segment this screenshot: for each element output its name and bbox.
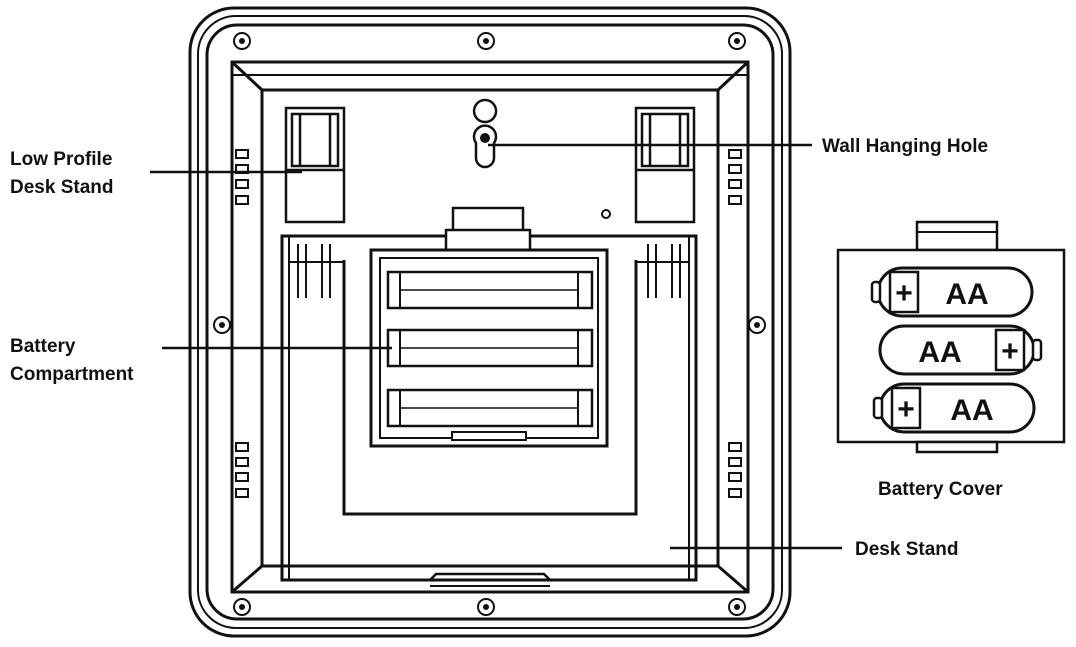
battery-compartment — [369, 206, 609, 448]
battery-label: AA — [918, 336, 961, 369]
screw-icon — [728, 598, 746, 616]
battery-plus-symbol: + — [897, 393, 915, 426]
battery-icon: + AA — [878, 324, 1043, 376]
screw-icon — [233, 598, 251, 616]
battery-icon: + AA — [872, 382, 1036, 434]
side-vents — [235, 149, 742, 498]
battery-label-line1: Battery — [10, 336, 76, 357]
battery-cover-label: Battery Cover — [878, 479, 1003, 500]
battery-plus-symbol: + — [1001, 335, 1019, 368]
wall-hanging-hole-label: Wall Hanging Hole — [822, 136, 988, 157]
sensor-hole-icon — [601, 209, 611, 219]
screw-icon — [748, 316, 766, 334]
screw-icon — [728, 32, 746, 50]
wall-hanging-hole-icon — [472, 98, 498, 169]
screw-icon — [477, 32, 495, 50]
screw-icon — [233, 32, 251, 50]
battery-label: AA — [950, 394, 993, 427]
low-profile-label-line2: Desk Stand — [10, 177, 113, 198]
low-profile-desk-stand — [284, 106, 696, 224]
housing-screws — [213, 32, 766, 616]
device-housing — [188, 6, 792, 638]
battery-label: AA — [945, 278, 988, 311]
desk-stand-label: Desk Stand — [855, 539, 958, 560]
battery-label-line2: Compartment — [10, 364, 134, 385]
screw-icon — [477, 598, 495, 616]
desk-stand — [280, 234, 698, 587]
battery-icon: + AA — [870, 266, 1034, 318]
battery-plus-symbol: + — [895, 277, 913, 310]
inner-panel — [230, 60, 750, 594]
screw-icon — [213, 316, 231, 334]
low-profile-label-line1: Low Profile — [10, 149, 112, 170]
callout-lines — [150, 143, 842, 550]
